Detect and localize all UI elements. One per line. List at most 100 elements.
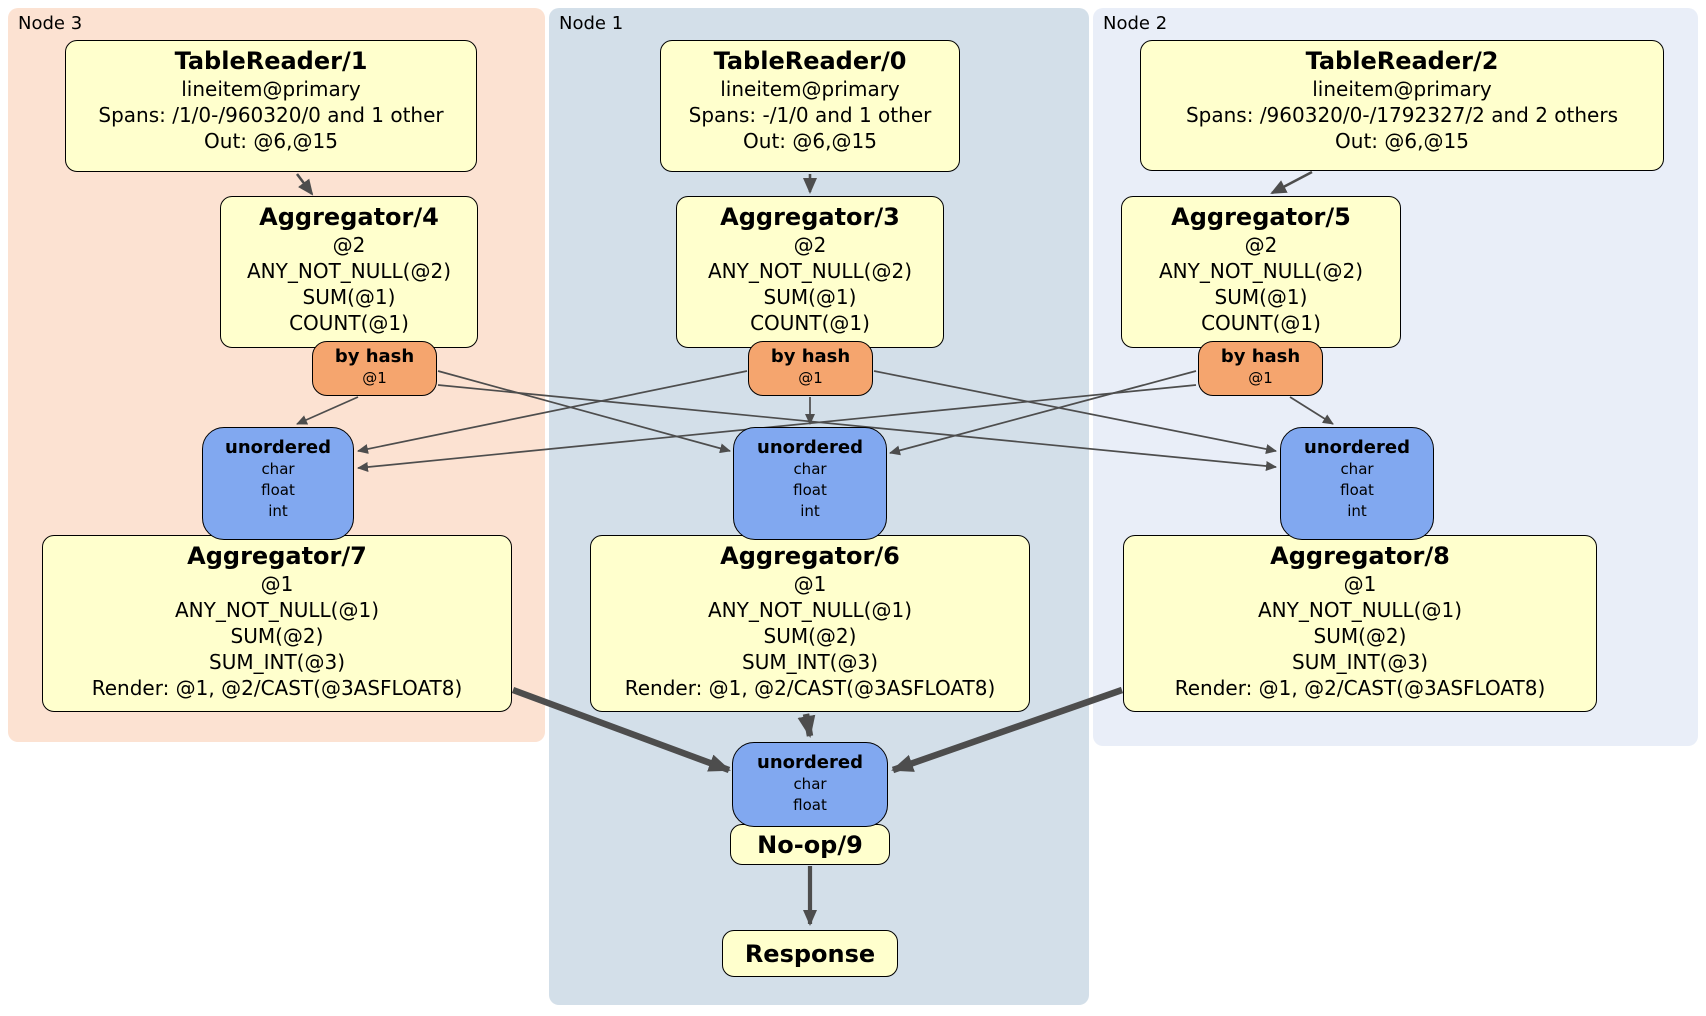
box-line: SUM(@2) xyxy=(1313,624,1407,648)
router-line: @1 xyxy=(798,369,823,387)
edge-router3-sync1 xyxy=(437,370,731,454)
box-line: SUM(@2) xyxy=(230,624,324,648)
sync-title: unordered xyxy=(757,437,863,458)
box-line: SUM(@2) xyxy=(763,624,857,648)
noop-9-box: No-op/9 xyxy=(730,824,890,865)
sync-unordered-node2: unordered char float int xyxy=(1280,427,1434,540)
box-title: TableReader/2 xyxy=(1305,47,1499,75)
router-by-hash-node1: by hash @1 xyxy=(748,341,873,396)
sync-line: float xyxy=(261,481,295,499)
box-line: SUM(@1) xyxy=(1214,285,1308,309)
box-line: Out: @6,@15 xyxy=(743,129,877,153)
sync-unordered-node1: unordered char float int xyxy=(733,427,887,540)
sync-title: unordered xyxy=(1304,437,1410,458)
box-line: ANY_NOT_NULL(@2) xyxy=(247,259,451,283)
tablereader-0-box: TableReader/0 lineitem@primary Spans: -/… xyxy=(660,40,960,172)
edge-router3-sync3 xyxy=(296,396,359,425)
router-title: by hash xyxy=(770,346,851,367)
router-by-hash-node2: by hash @1 xyxy=(1198,341,1323,396)
region-node2-label: Node 2 xyxy=(1103,13,1168,34)
box-line: Render: @1, @2/CAST(@3ASFLOAT8) xyxy=(1174,676,1546,700)
box-title: Aggregator/6 xyxy=(720,542,900,570)
box-line: SUM_INT(@3) xyxy=(1292,650,1428,674)
box-line: @1 xyxy=(793,572,827,596)
sync-line: float xyxy=(793,481,827,499)
box-line: COUNT(@1) xyxy=(750,311,870,335)
box-title: TableReader/1 xyxy=(174,47,368,75)
sync-title: unordered xyxy=(757,752,863,773)
edge-aggregator8-final-sync xyxy=(891,686,1124,774)
box-line: ANY_NOT_NULL(@1) xyxy=(175,598,379,622)
box-line: @1 xyxy=(1343,572,1377,596)
box-line: Render: @1, @2/CAST(@3ASFLOAT8) xyxy=(91,676,463,700)
box-title: Aggregator/3 xyxy=(720,203,900,231)
aggregator-6-box: Aggregator/6 @1 ANY_NOT_NULL(@1) SUM(@2)… xyxy=(590,535,1030,712)
box-line: ANY_NOT_NULL(@2) xyxy=(708,259,912,283)
sync-line: int xyxy=(268,502,288,520)
box-title: Aggregator/5 xyxy=(1171,203,1351,231)
box-line: COUNT(@1) xyxy=(1201,311,1321,335)
region-node1-label: Node 1 xyxy=(559,13,624,34)
sync-line: char xyxy=(793,460,827,478)
box-title: Aggregator/4 xyxy=(259,203,439,231)
router-by-hash-node3: by hash @1 xyxy=(312,341,437,396)
box-title: Response xyxy=(744,939,876,968)
sync-unordered-final: unordered char float xyxy=(732,742,888,827)
box-title: Aggregator/7 xyxy=(187,542,367,570)
aggregator-3-box: Aggregator/3 @2 ANY_NOT_NULL(@2) SUM(@1)… xyxy=(676,196,944,348)
router-line: @1 xyxy=(1248,369,1273,387)
box-title: TableReader/0 xyxy=(713,47,907,75)
box-line: @2 xyxy=(1244,233,1278,257)
edge-router2-sync1 xyxy=(889,370,1197,456)
sync-line: char xyxy=(261,460,295,478)
tablereader-2-box: TableReader/2 lineitem@primary Spans: /9… xyxy=(1140,40,1664,171)
box-line: Spans: /1/0-/960320/0 and 1 other xyxy=(98,103,444,127)
sync-title: unordered xyxy=(225,437,331,458)
box-line: SUM(@1) xyxy=(302,285,396,309)
sync-line: int xyxy=(1347,502,1367,520)
box-line: SUM_INT(@3) xyxy=(209,650,345,674)
box-line: lineitem@primary xyxy=(181,77,361,101)
router-line: @1 xyxy=(362,369,387,387)
sync-line: int xyxy=(800,502,820,520)
region-node3-label: Node 3 xyxy=(18,13,83,34)
box-line: COUNT(@1) xyxy=(289,311,409,335)
box-title: Aggregator/8 xyxy=(1270,542,1450,570)
sync-line: char xyxy=(1340,460,1374,478)
edge-router2-sync2 xyxy=(1289,396,1334,425)
sync-line: float xyxy=(793,796,827,814)
box-line: @2 xyxy=(332,233,366,257)
box-line: Out: @6,@15 xyxy=(204,129,338,153)
box-line: SUM_INT(@3) xyxy=(742,650,878,674)
box-line: Out: @6,@15 xyxy=(1335,129,1469,153)
edge-router2-sync3 xyxy=(357,384,1197,472)
edge-router3-sync2 xyxy=(437,384,1277,472)
box-line: Render: @1, @2/CAST(@3ASFLOAT8) xyxy=(624,676,996,700)
router-title: by hash xyxy=(1220,346,1301,367)
response-box: Response xyxy=(722,930,898,977)
box-line: lineitem@primary xyxy=(720,77,900,101)
edge-aggregator7-final-sync xyxy=(511,686,731,774)
sync-line: float xyxy=(1340,481,1374,499)
edge-aggregator6-final-sync xyxy=(797,713,816,738)
router-title: by hash xyxy=(334,346,415,367)
sync-line: char xyxy=(793,775,827,793)
box-line: @2 xyxy=(793,233,827,257)
tablereader-1-box: TableReader/1 lineitem@primary Spans: /1… xyxy=(65,40,477,172)
edge-router1-sync3 xyxy=(357,370,748,454)
edge-router1-sync2 xyxy=(873,370,1277,454)
box-line: ANY_NOT_NULL(@2) xyxy=(1159,259,1363,283)
sync-unordered-node3: unordered char float int xyxy=(202,427,354,540)
edge-tablereader2-aggregator5 xyxy=(1270,170,1313,195)
box-line: Spans: -/1/0 and 1 other xyxy=(688,103,932,127)
box-line: SUM(@1) xyxy=(763,285,857,309)
aggregator-5-box: Aggregator/5 @2 ANY_NOT_NULL(@2) SUM(@1)… xyxy=(1121,196,1401,348)
box-line: ANY_NOT_NULL(@1) xyxy=(1258,598,1462,622)
aggregator-8-box: Aggregator/8 @1 ANY_NOT_NULL(@1) SUM(@2)… xyxy=(1123,535,1597,712)
box-line: @1 xyxy=(260,572,294,596)
box-line: ANY_NOT_NULL(@1) xyxy=(708,598,912,622)
edge-tablereader1-aggregator4 xyxy=(295,173,314,196)
box-line: Spans: /960320/0-/1792327/2 and 2 others xyxy=(1185,103,1618,127)
